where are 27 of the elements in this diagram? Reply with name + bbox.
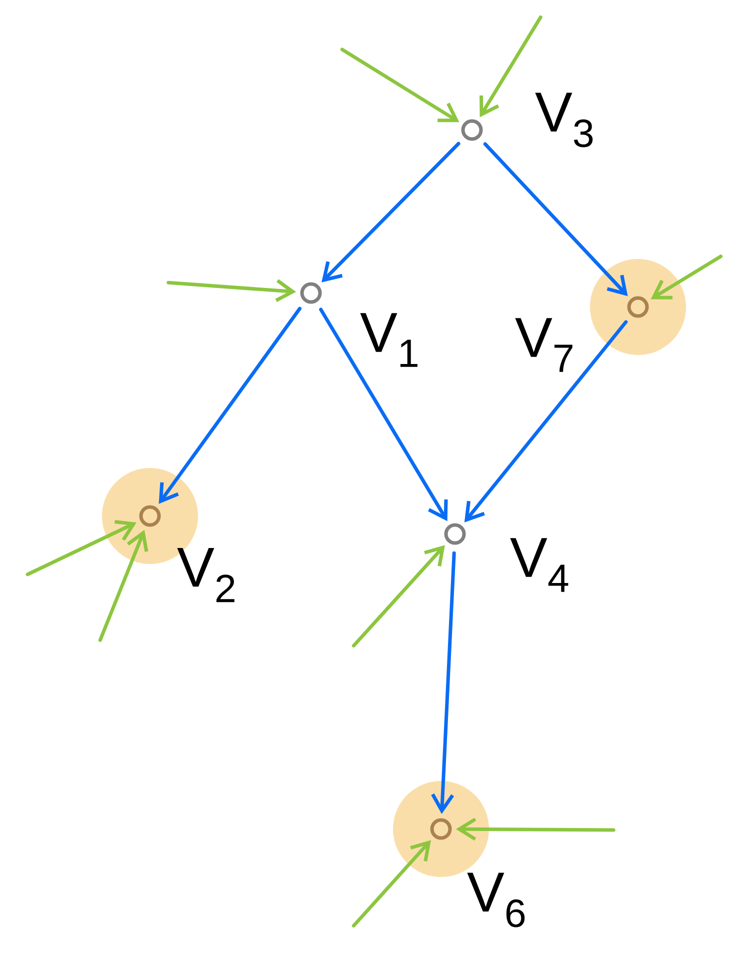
arrow: [158, 306, 302, 504]
node-circle: [461, 119, 483, 141]
arrow: [650, 254, 723, 300]
node-label: V$_{2}$: [177, 548, 234, 602]
arrow: [456, 818, 616, 841]
arrow: [483, 142, 628, 296]
node-label: V$_{3}$: [535, 92, 593, 148]
arrow: [98, 530, 148, 642]
node-circle: [444, 523, 466, 545]
arrow: [26, 520, 136, 576]
node-circle: [139, 505, 161, 527]
arrow: [322, 142, 460, 282]
node-label: V$_{4}$: [510, 538, 568, 592]
arrow: [352, 545, 445, 648]
arrow: [431, 551, 456, 814]
node-circle: [300, 282, 322, 304]
node-label: V$_{7}$: [515, 318, 572, 372]
node-circle: [627, 296, 649, 318]
node-label: V$_{6}$: [467, 872, 525, 928]
arrow: [340, 48, 460, 122]
arrow: [166, 279, 296, 302]
arrow: [480, 15, 542, 118]
arrow: [464, 320, 628, 522]
arrow: [319, 308, 448, 522]
node-circle: [430, 818, 452, 840]
node-label: V$_{1}$: [360, 313, 418, 367]
arrow: [352, 840, 431, 928]
